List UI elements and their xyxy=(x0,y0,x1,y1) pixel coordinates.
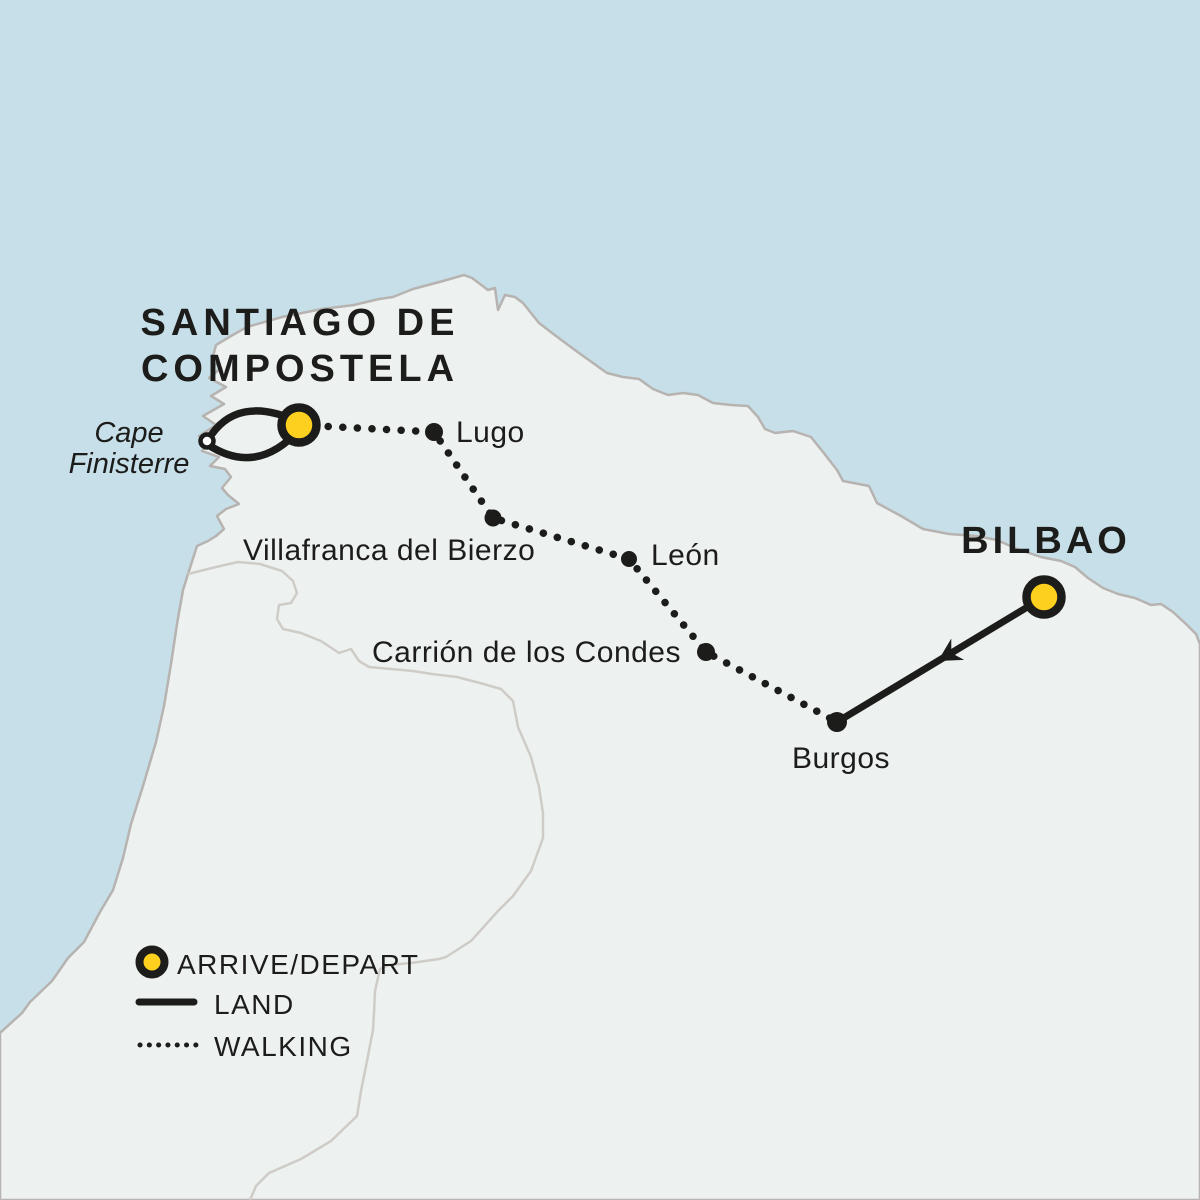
legend-walking-label: WALKING xyxy=(214,1031,353,1062)
cape-label-line2: Finisterre xyxy=(68,448,190,481)
bilbao-label: BILBAO xyxy=(961,520,1131,562)
marker-burgos xyxy=(827,712,847,732)
marker-villafranca xyxy=(484,509,502,527)
carrion-de-los-condes-label: Carrión de los Condes xyxy=(372,636,681,669)
marker-cape-finisterre xyxy=(198,432,216,450)
santiago-de-compostela-label: SANTIAGO DE COMPOSTELA xyxy=(141,301,460,392)
marker-santiago xyxy=(277,403,321,447)
country-border xyxy=(187,560,545,1200)
legend-arrive-depart-marker xyxy=(135,945,169,979)
walking-route xyxy=(295,421,841,726)
marker-lugo xyxy=(425,423,443,441)
marker-carrion xyxy=(697,643,715,661)
leon-label: León xyxy=(651,539,720,572)
santiago-label-line2: COMPOSTELA xyxy=(140,347,460,390)
burgos-label: Burgos xyxy=(791,742,891,775)
santiago-label-line1: SANTIAGO DE xyxy=(140,302,460,344)
cape-finisterre-label: Cape Finisterre xyxy=(68,417,190,481)
legend-arrive-depart-label: ARRIVE/DEPART xyxy=(177,949,420,980)
legend-land-label: LAND xyxy=(214,989,295,1020)
marker-leon xyxy=(621,551,637,567)
landmass xyxy=(0,273,1200,1200)
cape-label-line1: Cape xyxy=(94,417,164,449)
route-arrow-icon xyxy=(938,638,965,661)
villafranca-del-bierzo-label: Villafranca del Bierzo xyxy=(243,534,536,567)
marker-bilbao xyxy=(1022,575,1066,619)
lugo-label: Lugo xyxy=(456,416,525,449)
